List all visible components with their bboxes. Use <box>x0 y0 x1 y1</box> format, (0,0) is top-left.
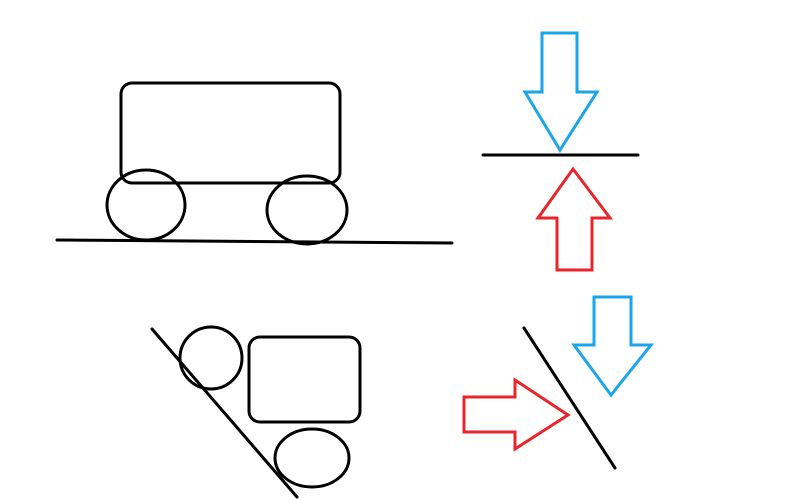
tilted-cart-body <box>247 335 362 424</box>
cart-body <box>119 81 342 185</box>
front-wheel <box>105 168 187 242</box>
incline-line <box>150 327 299 499</box>
incline-surface-line <box>522 326 617 470</box>
upward-force-arrow <box>535 166 614 272</box>
cart-on-level-ground <box>55 81 454 246</box>
upper-wheel <box>178 325 244 391</box>
lower-wheel <box>273 427 351 489</box>
rear-wheel <box>265 174 349 246</box>
ground-line <box>55 238 454 245</box>
sideways-force-arrow <box>462 377 571 452</box>
forces-on-incline <box>462 295 655 470</box>
forces-on-level-surface <box>481 31 640 272</box>
downward-force-arrow <box>522 31 600 153</box>
downward-force-arrow <box>571 295 655 398</box>
cart-on-incline <box>150 325 362 499</box>
